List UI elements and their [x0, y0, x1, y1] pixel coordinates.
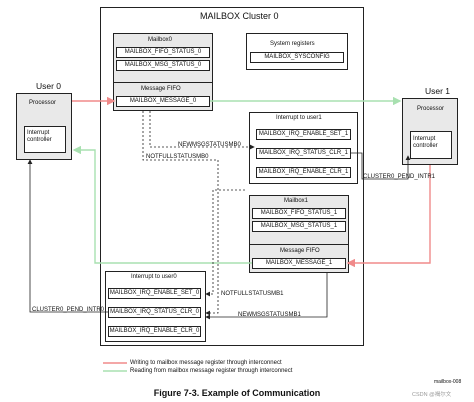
mailbox1-fifo-label: Message FIFO [280, 248, 320, 254]
notfull1-label: NOTFULLSTATUSMB1 [221, 291, 284, 297]
user0-title: User 0 [36, 81, 62, 91]
mailbox1-title: Mailbox1 [284, 198, 309, 204]
mailbox-irq-enable-clr-1: MAILBOX_IRQ_ENABLE_CLR_1 [256, 167, 351, 178]
mailbox-sysconfig: MAILBOX_SYSCONFIG [250, 52, 344, 63]
pend-intr1-label: CLUSTER0_PEND_INTR1 [363, 174, 436, 180]
mailbox0-title: Mailbox0 [148, 37, 173, 43]
user0-processor: Processor [29, 100, 57, 106]
mailbox0-fifo-divider [113, 82, 213, 83]
mailbox-message-1: MAILBOX_MESSAGE_1 [252, 258, 346, 269]
legend-read-label: Reading from mailbox message register th… [130, 368, 293, 374]
notfull1-line [205, 189, 245, 297]
system-registers-title: System registers [270, 41, 315, 47]
write-line-user1-to-message1 [346, 165, 431, 268]
read-line-message1-to-user0 [72, 145, 252, 264]
cluster-title: MAILBOX Cluster 0 [200, 11, 279, 21]
pend-intr1-line [351, 152, 411, 180]
mailbox-fifo-status-1: MAILBOX_FIFO_STATUS_1 [252, 208, 346, 219]
watermark: CSDN @褐尔文 [412, 392, 452, 398]
notfull0-line [142, 111, 219, 316]
mailbox-irq-enable-set-1: MAILBOX_IRQ_ENABLE_SET_1 [256, 129, 351, 140]
figure-id: mailbox-008 [434, 379, 462, 385]
mailbox-irq-enable-set-0: MAILBOX_IRQ_ENABLE_SET_0 [108, 288, 201, 299]
pend-intr0-label: CLUSTER0_PEND_INTR0 [32, 307, 105, 313]
mailbox-fifo-status-0: MAILBOX_FIFO_STATUS_0 [116, 47, 210, 58]
newmsg1-line [205, 273, 328, 320]
notfull0-label: NOTFULLSTATUSMB0 [146, 154, 209, 160]
mailbox1-fifo-divider [249, 244, 349, 245]
mailbox0-fifo-label: Message FIFO [141, 86, 181, 92]
figure-caption: Figure 7-3. Example of Communication [153, 388, 321, 398]
mailbox-message-0: MAILBOX_MESSAGE_0 [116, 96, 210, 107]
mailbox-msg-status-0: MAILBOX_MSG_STATUS_0 [116, 60, 210, 71]
pend-intr0-line [27, 159, 108, 313]
newmsg0-label: NEWMSGSTATUSMB0 [178, 142, 241, 148]
user0-interrupt-controller [24, 126, 66, 153]
interrupt-user1-title: Interrupt to user1 [276, 115, 322, 121]
mailbox-irq-status-clr-1: MAILBOX_IRQ_STATUS_CLR_1 [256, 148, 351, 159]
mailbox-irq-status-clr-0: MAILBOX_IRQ_STATUS_CLR_0 [108, 307, 201, 318]
mailbox-irq-enable-clr-0: MAILBOX_IRQ_ENABLE_CLR_0 [108, 326, 201, 337]
user1-interrupt-controller [410, 131, 452, 159]
newmsg1-label: NEWMSGSTATUSMB1 [238, 312, 301, 318]
user1-processor: Processor [417, 106, 445, 112]
user0-interrupt-label: Interrupt controller [27, 130, 52, 143]
user1-title: User 1 [425, 86, 451, 96]
mailbox-msg-status-1: MAILBOX_MSG_STATUS_1 [252, 221, 346, 232]
user1-interrupt-label: Interrupt controller [413, 136, 438, 149]
newmsg0-line [149, 111, 255, 150]
system-registers-box [246, 33, 348, 70]
interrupt-user0-title: Interrupt to user0 [131, 274, 177, 280]
legend-write-label: Writing to mailbox message register thro… [130, 360, 282, 366]
